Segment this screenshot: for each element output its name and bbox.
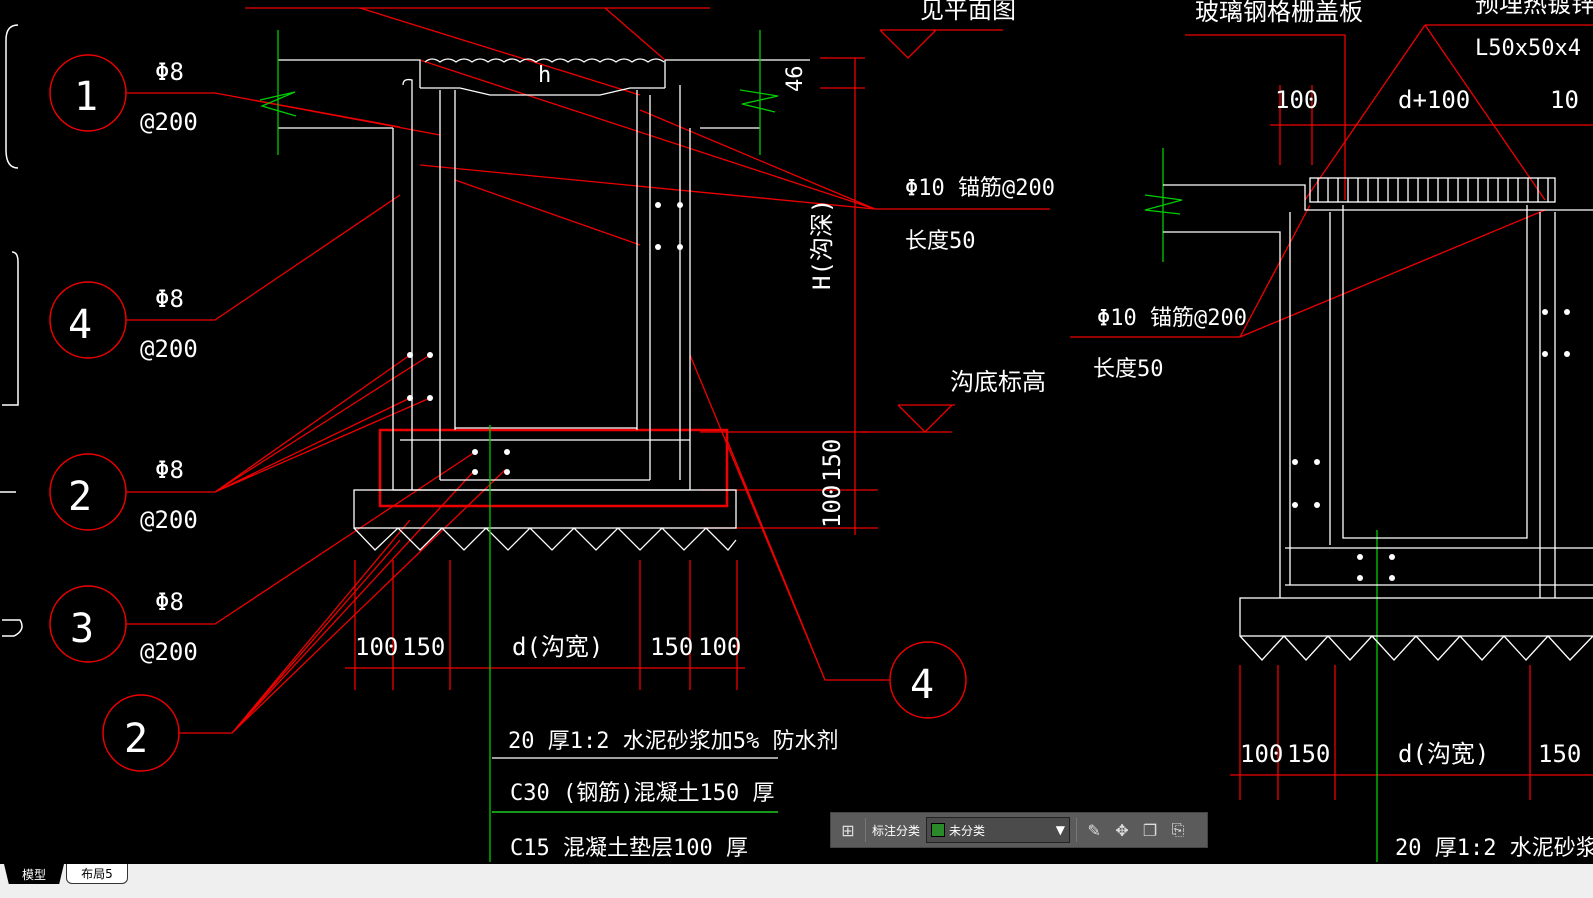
rebar-spacing: @200	[140, 506, 198, 534]
rebar-spacing: @200	[140, 638, 198, 666]
bottom-dim-right: 150	[1287, 740, 1330, 768]
callout-4: 4	[68, 302, 92, 348]
rebar-dia: Φ8	[155, 456, 184, 484]
embed-label: 预埋热镀锌	[1475, 0, 1593, 18]
trench-section-left	[278, 58, 810, 813]
category-select[interactable]: 未分类 ▼	[926, 817, 1071, 843]
tab-model[interactable]: 模型	[4, 864, 64, 884]
dim-H: H(沟深)	[808, 199, 836, 290]
bottom-dim-right: 100	[1240, 740, 1283, 768]
rebar-dia: Φ8	[155, 588, 184, 616]
anchor-label-right: Φ10 锚筋@200	[1097, 306, 1247, 331]
callout-1: 1	[74, 74, 98, 120]
rebar-spacing: @200	[140, 335, 198, 363]
bottom-dim: 150	[650, 633, 693, 661]
chevron-down-icon: ▼	[1055, 823, 1066, 837]
divider	[1076, 818, 1078, 842]
rebar-spacing: @200	[140, 108, 198, 136]
anchor-length-right: 长度50	[1093, 357, 1164, 382]
layer-3: C15 混凝土垫层100 厚	[510, 836, 748, 861]
h-label: h	[538, 63, 551, 88]
anchor-length: 长度50	[905, 229, 976, 254]
divider	[865, 818, 866, 842]
bottom-dim-right: d(沟宽)	[1398, 740, 1489, 768]
callout-2b: 2	[124, 716, 148, 762]
cad-drawing-canvas[interactable]: 1 4 2 3 2 4 Φ8 @200 Φ8 @200 Φ8 @200 Φ8 @…	[0, 0, 1593, 864]
bottom-dim: 100	[355, 633, 398, 661]
bottom-dim: 150	[402, 633, 445, 661]
layer-1: 20 厚1:2 水泥砂浆加5% 防水剂	[508, 729, 838, 754]
rebar-dia: Φ8	[155, 58, 184, 86]
tab-layout5[interactable]: 布局5	[66, 864, 128, 884]
green-lines	[259, 30, 1378, 862]
bottom-dim-right: 150	[1538, 740, 1581, 768]
left-edge-marks	[0, 24, 23, 637]
see-plan-label: 见平面图	[920, 0, 1016, 24]
top-dim: d+100	[1398, 86, 1470, 114]
move-icon[interactable]: ✥	[1115, 820, 1129, 840]
leader-lines	[126, 7, 1593, 800]
rebar-dia: Φ8	[155, 285, 184, 313]
paste-icon[interactable]: ⎘	[1171, 820, 1185, 839]
copy-icon[interactable]: ❐	[1142, 820, 1158, 840]
bottom-dim: 100	[698, 633, 741, 661]
annotation-toolbar: ⊞ 标注分类 未分类 ▼ ✎ ✥ ❐ ⎘	[830, 812, 1208, 848]
cover-label: 玻璃钢格栅盖板	[1195, 0, 1363, 26]
anchor-label: Φ10 锚筋@200	[905, 176, 1055, 201]
layout-tabs: 模型 布局5	[0, 864, 1593, 898]
category-color-swatch	[931, 823, 946, 837]
callout-3: 3	[70, 606, 94, 652]
grid-icon[interactable]: ⊞	[841, 820, 855, 840]
dim-150: 150	[818, 439, 846, 482]
bottom-level-label: 沟底标高	[950, 368, 1046, 396]
callout-4b: 4	[910, 662, 934, 708]
dim-46: 46	[783, 66, 808, 93]
category-label: 标注分类	[872, 823, 921, 838]
category-value: 未分类	[949, 823, 986, 838]
trench-section-right	[1163, 177, 1593, 661]
top-dim: 100	[1275, 86, 1318, 114]
angle-label: L50x50x4	[1475, 36, 1581, 61]
rebar-dots-right	[1292, 309, 1570, 581]
rebar-dots	[407, 202, 683, 475]
top-dim: 10	[1550, 86, 1579, 114]
dim-100: 100	[818, 485, 846, 528]
layer-right: 20 厚1:2 水泥砂浆加5	[1395, 836, 1593, 861]
edit-icon[interactable]: ✎	[1087, 820, 1101, 840]
callout-2: 2	[68, 474, 92, 520]
layer-2: C30 (钢筋)混凝土150 厚	[510, 781, 774, 806]
bottom-dim: d(沟宽)	[512, 633, 603, 661]
